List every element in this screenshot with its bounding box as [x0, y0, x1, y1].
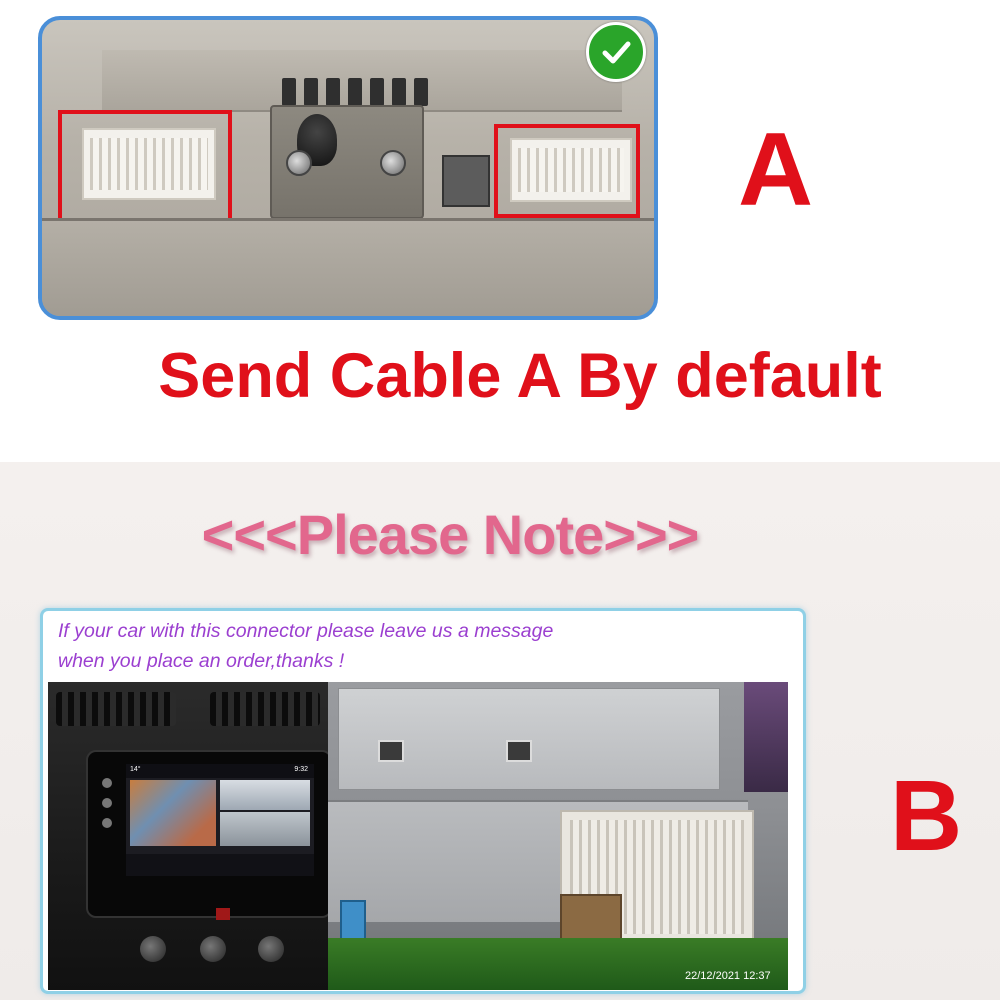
screen-nav-bar [126, 854, 314, 876]
screen-tile [130, 780, 216, 846]
side-button [102, 798, 112, 808]
side-button [102, 818, 112, 828]
right-connector [510, 138, 632, 202]
vent-slot [414, 78, 428, 106]
blue-antenna-connector [340, 900, 366, 944]
vent-slot [348, 78, 362, 106]
note-text-line-1: If your car with this connector please l… [58, 620, 554, 642]
check-circle-icon [586, 22, 646, 82]
right-connector-highlight [494, 124, 640, 218]
console-knob [200, 936, 226, 962]
screen-tile [220, 812, 310, 846]
side-button [102, 778, 112, 788]
cable-a-caption: Send Cable A By default [158, 341, 882, 411]
vent-slot [282, 78, 296, 106]
screen-status-bar: 14° 9:32 [126, 764, 314, 778]
photo-timestamp: 22/12/2021 12:37 [685, 970, 771, 982]
seat-edge [744, 682, 788, 792]
vent-slot [326, 78, 340, 106]
screen-tile [220, 780, 310, 810]
head-unit-casing [338, 688, 720, 790]
option-letter-a: A [738, 112, 814, 228]
cable-a-photo [38, 16, 658, 320]
option-letter-b: B [890, 760, 963, 872]
note-text-line-2: when you place an order,thanks ! [58, 650, 345, 672]
console-knob [258, 936, 284, 962]
head-unit-top-panel [102, 50, 622, 112]
small-port [442, 155, 490, 207]
hazard-button [216, 908, 230, 920]
screw [380, 150, 406, 176]
please-note-title: <<<Please Note>>> [201, 503, 700, 566]
head-unit-connector-photo: 22/12/2021 12:37 [328, 682, 788, 990]
air-vent [56, 692, 176, 726]
screw [286, 150, 312, 176]
mount-clip [378, 740, 404, 762]
green-cloth [328, 938, 788, 990]
dashboard-screen-photo: 14° 9:32 [48, 682, 328, 990]
left-connector [82, 128, 216, 200]
mount-clip [506, 740, 532, 762]
screen-temperature: 14° [130, 766, 141, 773]
left-connector-highlight [58, 110, 232, 222]
screen-clock: 9:32 [294, 766, 308, 773]
head-unit-bottom-panel [42, 218, 654, 316]
air-vent [210, 692, 320, 726]
infotainment-screen: 14° 9:32 [126, 764, 314, 876]
vent-slot [392, 78, 406, 106]
console-knob [140, 936, 166, 962]
vent-slot [304, 78, 318, 106]
vent-slot [370, 78, 384, 106]
